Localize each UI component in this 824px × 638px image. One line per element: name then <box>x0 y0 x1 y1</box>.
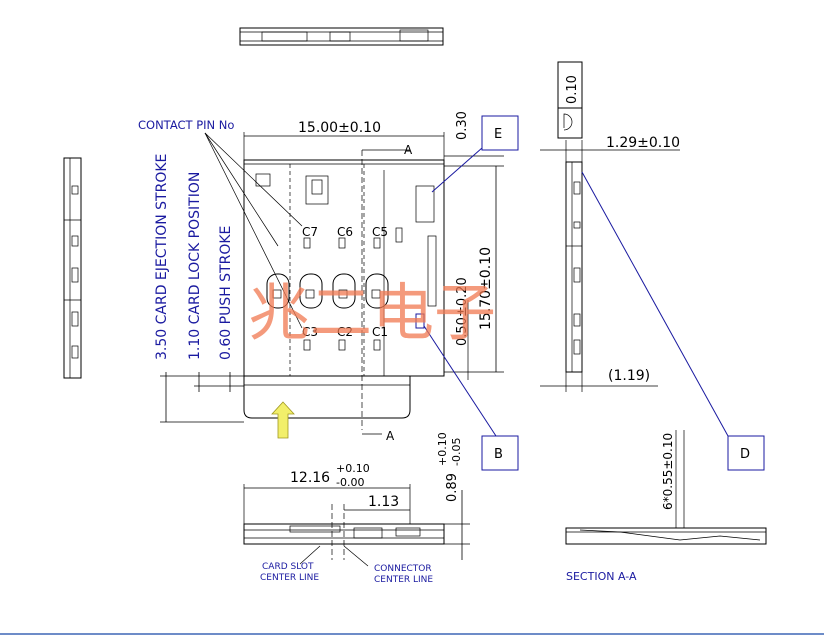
flatness-frame <box>557 61 583 139</box>
callout-d-box <box>727 435 765 471</box>
slot-width-main: 12.16 <box>290 470 330 486</box>
pin-label-c1: C1 <box>372 325 388 339</box>
card-slot-label-1: CARD SLOT <box>262 562 314 572</box>
width-dim-label: 15.00±0.10 <box>298 120 381 136</box>
section-title: SECTION A-A <box>566 570 637 583</box>
front-height-upper: +0.10 <box>436 432 449 466</box>
front-height-dimension <box>444 490 470 560</box>
pin-label-c6: C6 <box>337 225 353 239</box>
pin-label-c5: C5 <box>372 225 388 239</box>
front-height-main: 0.89 <box>445 473 460 502</box>
slot-width-dimension <box>243 484 411 524</box>
lock-position-label: 1.10 CARD LOCK POSITION <box>187 172 203 360</box>
main-plan-view <box>243 149 445 435</box>
top-gap-label: 0.30 <box>455 111 470 140</box>
front-view <box>243 504 445 560</box>
front-height-lower: -0.05 <box>450 438 463 466</box>
flatness-label: 0.10 <box>565 75 580 104</box>
connector-label-2: CENTER LINE <box>374 575 433 585</box>
stroke-leaders <box>160 372 244 423</box>
callout-e-label: E <box>494 127 502 142</box>
slot-width-lower: -0.00 <box>336 476 364 489</box>
pin-label-c7: C7 <box>302 225 318 239</box>
contact-pin-leaders <box>204 132 303 329</box>
thickness-label: 1.29±0.10 <box>606 135 680 151</box>
height-dim-label: 15.70±0.10 <box>478 247 494 330</box>
ejection-stroke-label: 3.50 CARD EJECTION STROKE <box>154 154 170 360</box>
push-stroke-label: 0.60 PUSH STROKE <box>218 226 234 360</box>
connector-label-1: CONNECTOR <box>374 564 432 574</box>
inner-dim-label: 0.50±0.20 <box>455 277 470 346</box>
push-arrow-icon <box>271 401 295 439</box>
top-view <box>239 27 444 46</box>
width-dimension <box>243 132 445 160</box>
left-side-view <box>63 157 82 379</box>
pin-label-c2: C2 <box>337 325 353 339</box>
watermark: 兆二电子 <box>248 276 496 349</box>
callout-d-label: D <box>740 447 750 462</box>
callout-e-box <box>481 115 519 151</box>
section-marker-top: A <box>404 143 413 157</box>
offset-label: 1.13 <box>368 494 399 510</box>
contact-pin-label: CONTACT PIN No <box>138 118 234 132</box>
callout-b-label: B <box>494 447 503 462</box>
slot-width-upper: +0.10 <box>336 462 370 475</box>
ref-width-dimension <box>540 372 658 392</box>
section-dim-label: 6*0.55±0.10 <box>661 433 675 510</box>
right-side-view <box>565 161 583 373</box>
section-marker-bottom: A <box>386 429 395 443</box>
card-slot-label-2: CENTER LINE <box>260 573 319 583</box>
section-view <box>565 430 767 545</box>
ref-width-label: (1.19) <box>608 368 650 384</box>
pin-label-c3: C3 <box>302 325 318 339</box>
thickness-dimension <box>540 140 680 162</box>
callout-b-box <box>481 435 519 471</box>
